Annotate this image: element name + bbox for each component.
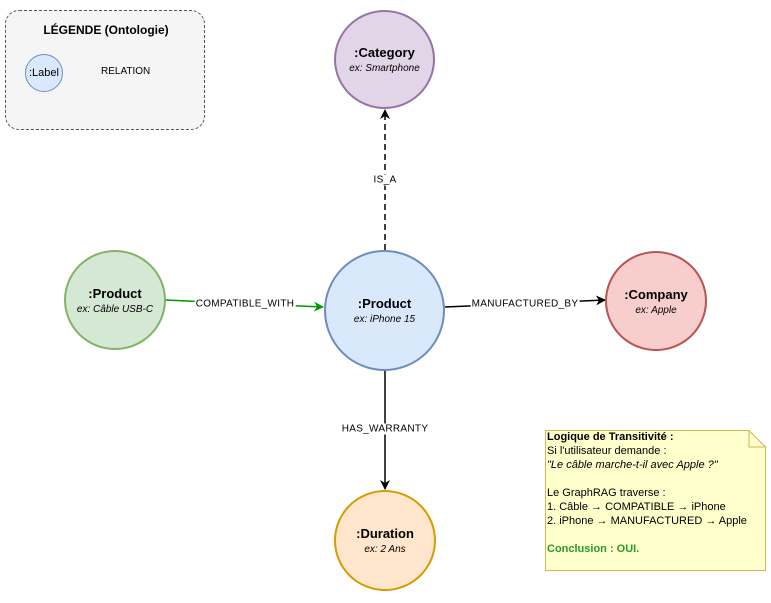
edge-label-has-warranty: HAS_WARRANTY	[340, 423, 430, 435]
node-company[interactable]: :Company ex: Apple	[605, 251, 707, 351]
legend-node-sample: :Label	[25, 54, 63, 92]
node-duration-title: :Duration	[356, 526, 414, 541]
note-line3: Le GraphRAG traverse :	[547, 487, 666, 499]
note-shape	[545, 430, 766, 571]
legend-title: LÉGENDE (Ontologie)	[43, 23, 169, 37]
edge-label-manufactured-by: MANUFACTURED_BY	[470, 298, 580, 310]
legend-relation-label: RELATION	[101, 66, 151, 77]
note-step2: 2. iPhone → MANUFACTURED → Apple	[547, 515, 747, 527]
node-category-title: :Category	[354, 45, 415, 60]
node-company-title: :Company	[624, 286, 688, 302]
note-conclusion: Conclusion : OUI.	[547, 543, 640, 555]
edge-label-is-a: IS_A	[372, 174, 398, 186]
node-product-left[interactable]: :Product ex: Câble USB-C	[64, 250, 166, 350]
legend-box: LÉGENDE (Ontologie) :Label RELATION	[5, 10, 205, 130]
node-category-example: ex: Smartphone	[349, 63, 420, 74]
node-duration-example: ex: 2 Ans	[364, 544, 406, 555]
node-product-center-title: :Product	[357, 296, 412, 311]
node-company-example: ex: Apple	[635, 304, 677, 316]
note-step1: 1. Câble → COMPATIBLE → iPhone	[547, 501, 726, 513]
note-question: "Le câble marche-t-il avec Apple ?"	[547, 459, 718, 471]
node-product-center[interactable]: :Product ex: iPhone 15	[324, 250, 445, 371]
node-category[interactable]: :Category ex: Smartphone	[334, 10, 435, 109]
edge-label-compatible-with: COMPATIBLE_WITH	[194, 298, 296, 310]
node-duration[interactable]: :Duration ex: 2 Ans	[334, 490, 436, 591]
note-title: Logique de Transitivité :	[547, 431, 674, 443]
note-line1: Si l'utilisateur demande :	[547, 445, 667, 457]
transitivity-note: Logique de Transitivité : Si l'utilisate…	[545, 430, 766, 571]
node-product-left-title: :Product	[88, 285, 142, 301]
node-product-center-example: ex: iPhone 15	[353, 314, 416, 325]
node-product-left-example: ex: Câble USB-C	[76, 303, 154, 315]
note-text: Logique de Transitivité : Si l'utilisate…	[547, 430, 759, 556]
